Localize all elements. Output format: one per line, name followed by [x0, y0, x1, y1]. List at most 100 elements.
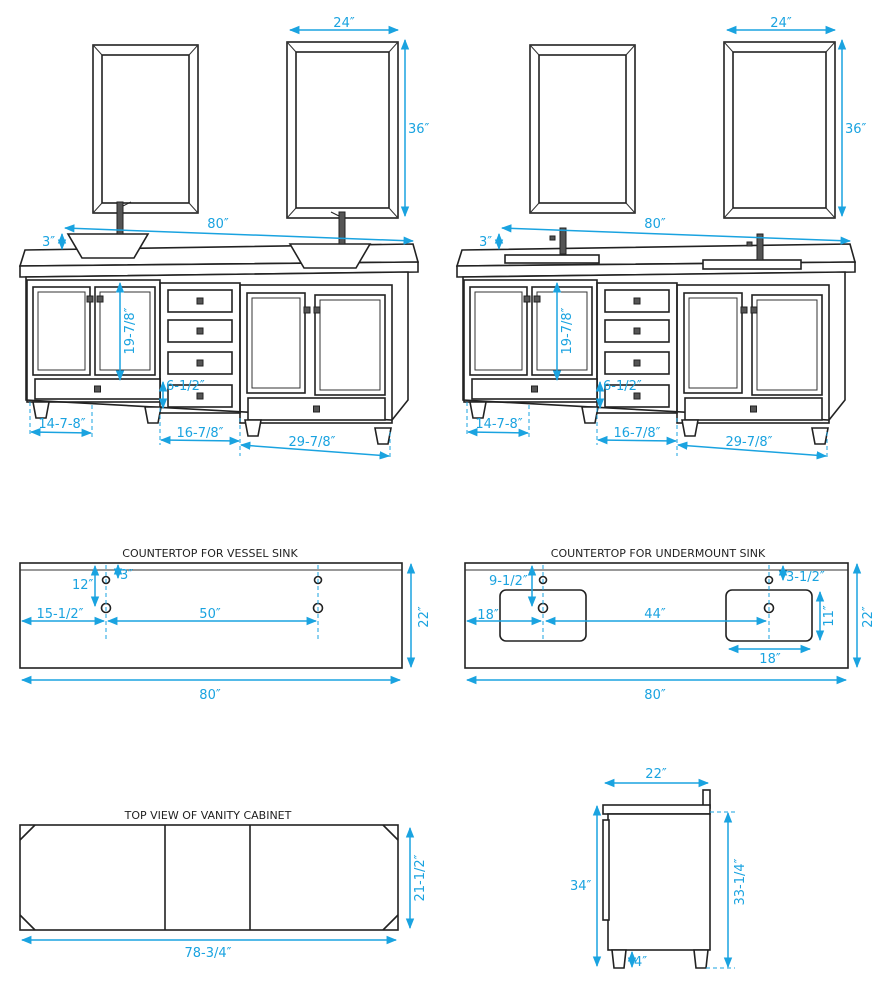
dim-width: 80″ — [199, 688, 221, 703]
dim-total-height: 34″ — [570, 879, 592, 894]
dim-center-distance: 50″ — [199, 607, 221, 622]
dim-drawer-height: 6-1/2″ — [166, 379, 205, 394]
dim-back-offset: 3-1/2″ — [786, 570, 825, 585]
drawer-knob — [633, 359, 641, 367]
dim-mirror-width: 24″ — [770, 16, 792, 31]
door-knob — [313, 306, 321, 314]
door — [32, 286, 91, 376]
countertop-vessel-plan: COUNTERTOP FOR VESSEL SINK 3″ 12″ 15-1/2… — [19, 547, 432, 703]
drawer-knob — [313, 405, 320, 413]
faucet-hole — [101, 575, 111, 585]
mirror-glass — [538, 54, 627, 204]
drawer-knob — [633, 327, 641, 335]
dim-overall-width: 80″ — [644, 217, 666, 232]
drawer-knob — [633, 392, 641, 400]
drawer-knob — [196, 327, 204, 335]
dim-width: 78-3/4″ — [184, 946, 231, 961]
dim-sink-depth: 11″ — [822, 605, 837, 627]
cabinet-side — [607, 813, 711, 951]
drawer-knob — [633, 297, 641, 305]
vessel-sink — [288, 243, 372, 269]
cabinet-section — [239, 284, 393, 424]
undermount-countertop-title: COUNTERTOP FOR UNDERMOUNT SINK — [551, 547, 766, 560]
dim-right-cabinet: 29-7/8″ — [725, 435, 772, 450]
door-panel — [251, 297, 301, 389]
mirror-frame — [723, 41, 836, 219]
countertop-outline — [19, 562, 403, 669]
dim-depth: 22″ — [861, 606, 876, 628]
dim-side-offset: 15-1/2″ — [36, 607, 83, 622]
door — [683, 292, 743, 394]
dim-depth: 22″ — [645, 767, 667, 782]
dim-depth: 22″ — [417, 606, 432, 628]
faucet-hole — [538, 575, 548, 585]
vessel-sink — [66, 233, 150, 259]
dim-hole-depth: 12″ — [72, 578, 94, 593]
dim-line — [500, 224, 852, 245]
countertop-undermount-plan: COUNTERTOP FOR UNDERMOUNT SINK 9-1/2″ 3-… — [464, 547, 876, 703]
leg — [244, 419, 262, 437]
faucet-hole — [764, 575, 774, 585]
door — [469, 286, 528, 376]
mirror-frame — [529, 44, 636, 214]
door-panel — [536, 291, 588, 371]
door-panel — [756, 299, 818, 391]
door-panel — [99, 291, 151, 371]
undermount-sink — [702, 259, 802, 270]
leg — [681, 419, 699, 437]
dim-side-offset: 18″ — [477, 608, 499, 623]
door-knob — [740, 306, 748, 314]
drawer-knob — [196, 359, 204, 367]
mirror-glass — [295, 51, 390, 209]
mirror-frame — [92, 44, 199, 214]
door-panel — [37, 291, 86, 371]
dim-mirror-height: 36″ — [408, 122, 430, 137]
drawer-knob — [531, 385, 538, 393]
leg — [144, 406, 162, 424]
mirror-bevel — [286, 41, 399, 219]
door — [314, 294, 386, 396]
drawer-knob — [196, 297, 204, 305]
leg — [693, 949, 709, 969]
side-view: 22″ 34″ 33-1/4″ 4″ — [570, 767, 748, 970]
dim-center-cabinet: 16-7/8″ — [613, 426, 660, 441]
front-elevation-undermount: 24″36″80″3″19-7/8″6-1/2″14-7-8″16-7/8″29… — [455, 16, 867, 460]
drawer-knob — [94, 385, 101, 393]
door-panel — [474, 291, 523, 371]
dim-drawer-height: 6-1/2″ — [603, 379, 642, 394]
dim-line — [159, 435, 241, 446]
door — [531, 286, 593, 376]
door — [94, 286, 156, 376]
mirror-bevel — [723, 41, 836, 219]
cabinet-top-view: TOP VIEW OF VANITY CABINET 21-1/2″ 78-3/… — [19, 809, 428, 961]
vessel-countertop-title: COUNTERTOP FOR VESSEL SINK — [122, 547, 298, 560]
mirror-glass — [732, 51, 827, 209]
mirror-bevel — [92, 44, 199, 214]
cabinet-outline — [19, 824, 399, 931]
leg — [32, 401, 50, 419]
dim-right-cabinet: 29-7/8″ — [288, 435, 335, 450]
leg — [581, 406, 599, 424]
leg — [811, 427, 829, 445]
leg — [611, 949, 627, 969]
dim-depth: 21-1/2″ — [413, 854, 428, 901]
dim-line — [29, 427, 93, 438]
dim-line — [63, 224, 415, 245]
cabinet-section — [676, 284, 830, 424]
dim-mirror-height: 36″ — [845, 122, 867, 137]
mirror-frame — [286, 41, 399, 219]
dim-counter-thickness: 3″ — [479, 235, 492, 250]
faucet-hole — [313, 575, 323, 585]
countertop-side — [602, 804, 711, 815]
dim-door-height: 19-7/8″ — [123, 307, 138, 354]
drawer-knob — [750, 405, 757, 413]
dim-line — [596, 435, 678, 446]
dim-cabinet-height: 33-1/4″ — [733, 858, 748, 905]
dim-center-distance: 44″ — [644, 607, 666, 622]
dim-mirror-width: 24″ — [333, 16, 355, 31]
front-elevation-vessel: 24″36″80″3″19-7/8″6-1/2″14-7-8″16-7/8″29… — [18, 16, 430, 460]
dim-left-cabinet: 14-7-8″ — [475, 417, 522, 432]
leg — [374, 427, 392, 445]
countertop-outline — [464, 562, 849, 669]
door-panel — [319, 299, 381, 391]
